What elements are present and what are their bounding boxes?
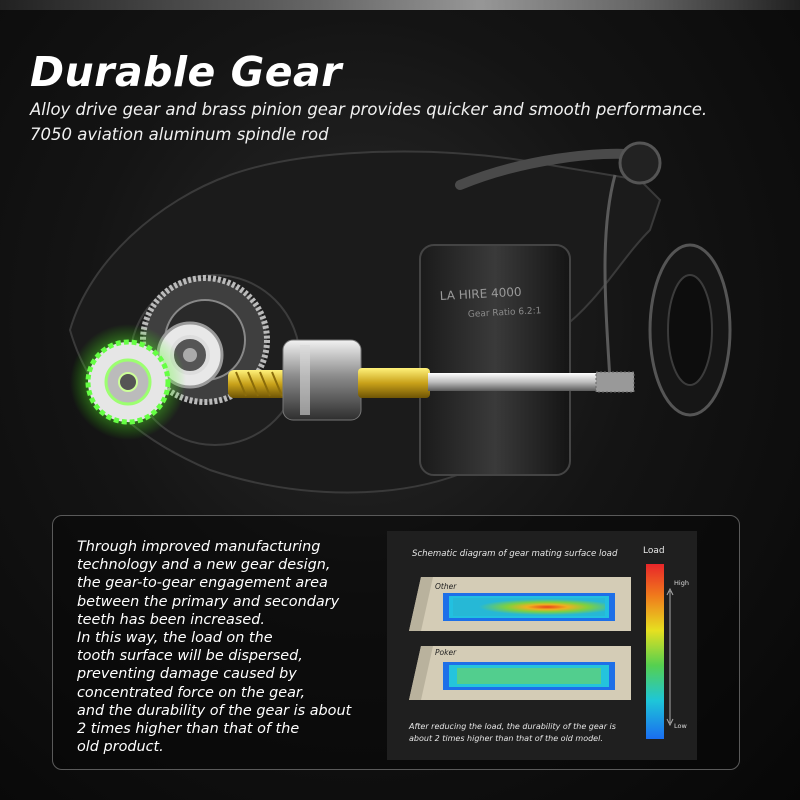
description-line: old product. <box>77 739 164 756</box>
surface-panel-poker <box>409 646 631 700</box>
description-line: In this way, the load on the <box>77 630 273 647</box>
footnote-line-1: After reducing the load, the durability … <box>409 722 616 731</box>
subtitle-line-1: Alloy drive gear and brass pinion gear p… <box>30 100 708 119</box>
diagram-title: Schematic diagram of gear mating surface… <box>412 549 618 559</box>
description-line: preventing damage caused by <box>77 666 297 683</box>
double-arrow-icon <box>666 588 674 726</box>
load-colorbar <box>646 564 664 739</box>
description-line: 2 times higher than that of the <box>77 721 300 738</box>
description-line: technology and a new gear design, <box>77 557 331 574</box>
footnote-line-2: about 2 times higher than that of the ol… <box>409 733 603 743</box>
description-line: the gear-to-gear engagement area <box>77 575 328 592</box>
panel-label-other: Other <box>435 582 457 591</box>
reel-ratio-text: Gear Ratio 6.2:1 <box>468 306 542 320</box>
legend-low-label: Low <box>674 722 687 730</box>
panel-label-poker: Poker <box>435 648 457 657</box>
description-line: teeth has been increased. <box>77 611 265 628</box>
page-title: Durable Gear <box>30 48 342 96</box>
description-line: Through improved manufacturing <box>77 539 321 555</box>
legend-high-label: High <box>674 579 689 587</box>
fishing-reel-illustration: LA HIRE 4000 Gear Ratio 6.2:1 <box>68 141 732 494</box>
description-line: and the durability of the gear is about <box>77 702 352 719</box>
description-line: between the primary and secondary <box>77 593 340 610</box>
legend-title: Load <box>643 546 665 556</box>
subtitle-line-2: 7050 aviation aluminum spindle rod <box>30 125 329 144</box>
surface-panel-other <box>409 577 631 631</box>
description-text: Through improved manufacturing technolog… <box>77 538 377 756</box>
load-diagram: Schematic diagram of gear mating surface… <box>387 531 697 760</box>
top-highlight-line <box>0 0 800 10</box>
description-line: concentrated force on the gear, <box>77 684 306 701</box>
reel-model-text: LA HIRE 4000 <box>439 285 521 303</box>
description-line: tooth surface will be dispersed, <box>77 648 303 665</box>
diagram-footnote: After reducing the load, the durability … <box>409 721 644 744</box>
